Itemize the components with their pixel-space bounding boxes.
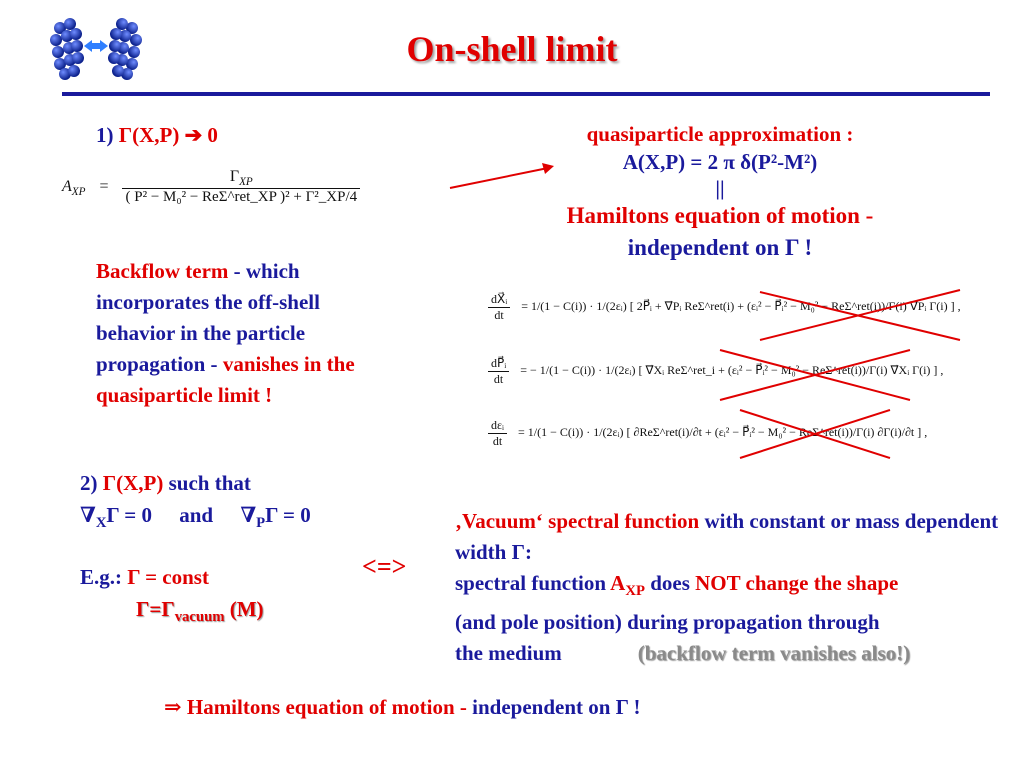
- axp-denominator: ( P² − M₀² − ReΣ^ret_XP )² + Γ²_XP/4: [125, 189, 358, 206]
- implies-arrow: ⇒: [164, 695, 187, 719]
- hamilton-line-1: Hamiltons equation of motion -: [566, 203, 874, 228]
- backflow-vanishes-also: (backflow term vanishes also!): [637, 641, 911, 666]
- axp-fraction: ΓXP ( P² − M₀² − ReΣ^ret_XP )² + Γ²_XP/4: [122, 168, 361, 206]
- item-2-conditions: ∇XΓ = 0 and ∇PΓ = 0: [80, 503, 311, 532]
- quasiparticle-block: quasiparticle approximation : A(X,P) = 2…: [500, 120, 940, 264]
- grad-x-symbol: ∇: [80, 503, 96, 527]
- vacuum-line-1: ‚Vacuum‘ spectral function with constant…: [455, 509, 999, 564]
- example-line-2: Γ=Γvacuum (M): [136, 597, 264, 626]
- vacuum-block: ‚Vacuum‘ spectral function with constant…: [455, 506, 1005, 669]
- spectral-delta-formula: A(X,P) = 2 π δ(P²-M²): [622, 150, 818, 174]
- vacuum-line-4: the medium(backflow term vanishes also!): [455, 641, 911, 666]
- backflow-term: Backflow term: [96, 259, 229, 283]
- conclusion-independent: independent on Γ !: [472, 695, 641, 719]
- conclusion-hamilton: Hamiltons equation of motion -: [186, 695, 473, 719]
- equation-dp-dt-rhs: = − 1/(1 − C(i)) · 1/(2εᵢ) [ ∇⃗Xᵢ ReΣ^re…: [520, 363, 944, 378]
- vacuum-spectral-function: ‚Vacuum‘ spectral function: [455, 509, 700, 533]
- page-title: On-shell limit: [406, 29, 618, 69]
- item-2-heading: 2) Γ(X,P) such that: [80, 468, 251, 498]
- equation-dx-dt-rhs: = 1/(1 − C(i)) · 1/(2εᵢ) [ 2P⃗ᵢ + ∇⃗Pᵢ R…: [521, 299, 961, 314]
- backflow-text: Backflow term - which incorporates the o…: [96, 256, 396, 411]
- item-2-tail: such that: [163, 471, 251, 495]
- gamma-const: Γ = const: [127, 565, 209, 589]
- equation-de-dt-rhs: = 1/(1 − C(i)) · 1/(2εᵢ) [ ∂ReΣ^ret(i)/∂…: [518, 425, 928, 440]
- pointer-arrow: [449, 163, 554, 189]
- item-1-number: 1): [96, 123, 119, 147]
- conclusion-line: ⇒ Hamiltons equation of motion - indepen…: [164, 692, 641, 722]
- item-2-expression: Γ(X,P): [102, 471, 164, 495]
- item-1-expression: Γ(X,P) ➔ 0: [118, 123, 218, 147]
- grad-p-symbol: ∇: [240, 503, 257, 527]
- item-1-heading: 1) Γ(X,P) ➔ 0: [96, 120, 218, 150]
- hamilton-line-2: independent on Γ !: [627, 235, 813, 260]
- axp-numerator: ΓXP: [122, 168, 361, 190]
- nucleus-collision-logo: [48, 14, 144, 86]
- axp-formula: AXP = ΓXP ( P² − M₀² − ReΣ^ret_XP )² + Γ…: [62, 168, 361, 206]
- example-label: E.g.:: [80, 565, 128, 589]
- example-line-1: E.g.: Γ = const: [80, 562, 209, 592]
- axp-equals: =: [99, 177, 109, 195]
- vacuum-line-2: spectral function AXP does NOT change th…: [455, 571, 899, 600]
- and-word: and: [179, 503, 214, 527]
- title-divider: [62, 92, 990, 96]
- backflow-description: - which incorporates the off-shell behav…: [96, 259, 320, 376]
- axp-lhs: AXP: [62, 177, 86, 198]
- grad-x-condition: Γ = 0: [106, 503, 152, 527]
- quasiparticle-heading: quasiparticle approximation :: [586, 122, 854, 146]
- vacuum-line-3: (and pole position) during propagation t…: [455, 610, 880, 635]
- grad-p-condition: Γ = 0: [265, 503, 311, 527]
- equivalence-mark: ||: [715, 176, 725, 200]
- backflow-vanishes: vanishes in the quasiparticle limit !: [96, 352, 355, 407]
- equivalence-arrow: <=>: [362, 552, 407, 581]
- item-2-number: 2): [80, 471, 103, 495]
